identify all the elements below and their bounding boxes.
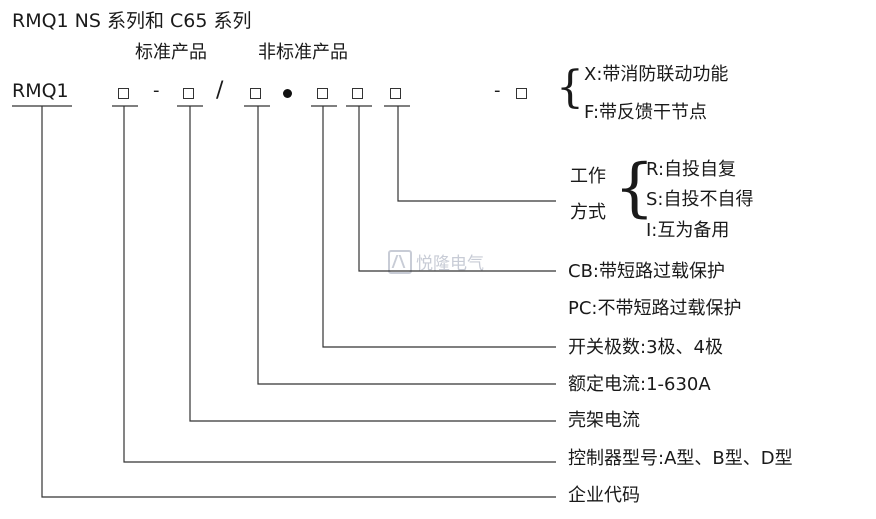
desc-rated-current: 额定电流:1-630A: [568, 374, 711, 395]
code-slot-frame-current: [183, 88, 194, 99]
connector-rated-current: [257, 106, 556, 385]
diagram-title: RMQ1 NS 系列和 C65 系列: [12, 10, 252, 32]
desc-cb: CB:带短路过载保护: [568, 261, 725, 282]
desc-controller: 控制器型号:A型、B型、D型: [568, 448, 793, 469]
mode-brace: {: [614, 151, 655, 225]
fire-option-f: F:带反馈干节点: [584, 102, 708, 123]
connector-mode: [397, 106, 556, 202]
desc-company: 企业代码: [568, 485, 640, 506]
standard-product-label: 标准产品: [135, 42, 207, 63]
code-slot-rated-current: [250, 88, 261, 99]
watermark: 悦隆电气: [388, 249, 484, 274]
code-slot-poles: [317, 88, 328, 99]
code-slot-mode: [390, 88, 401, 99]
mode-label-line2: 方式: [570, 202, 606, 223]
desc-frame-current: 壳架电流: [568, 410, 640, 431]
connector-frame-current: [189, 106, 556, 422]
code-prefix: RMQ1: [12, 80, 69, 102]
desc-pc: PC:不带短路过载保护: [568, 298, 742, 319]
mode-option-i: I:互为备用: [646, 220, 730, 241]
mode-label-line1: 工作: [570, 166, 606, 187]
connector-controller: [123, 106, 556, 463]
watermark-text: 悦隆电气: [416, 254, 484, 274]
watermark-logo-icon: [388, 249, 412, 274]
code-dash-1: -: [153, 80, 160, 101]
connector-poles: [322, 106, 556, 348]
code-slash: /: [216, 78, 224, 103]
code-separator-dot: [283, 89, 292, 98]
mode-option-r: R:自投自复: [646, 159, 737, 180]
fire-option-x: X:带消防联动功能: [584, 64, 729, 85]
mode-option-s: S:自投不自得: [646, 189, 754, 210]
code-slot-protection: [352, 88, 363, 99]
connector-company: [41, 106, 556, 498]
code-slot-controller: [118, 88, 129, 99]
nonstandard-product-label: 非标准产品: [258, 42, 348, 63]
fire-option-brace: {: [556, 62, 584, 113]
code-slot-fire-option: [516, 88, 527, 99]
connector-protection: [358, 106, 556, 272]
code-dash-2: -: [494, 80, 501, 101]
desc-poles: 开关极数:3极、4极: [568, 337, 723, 358]
